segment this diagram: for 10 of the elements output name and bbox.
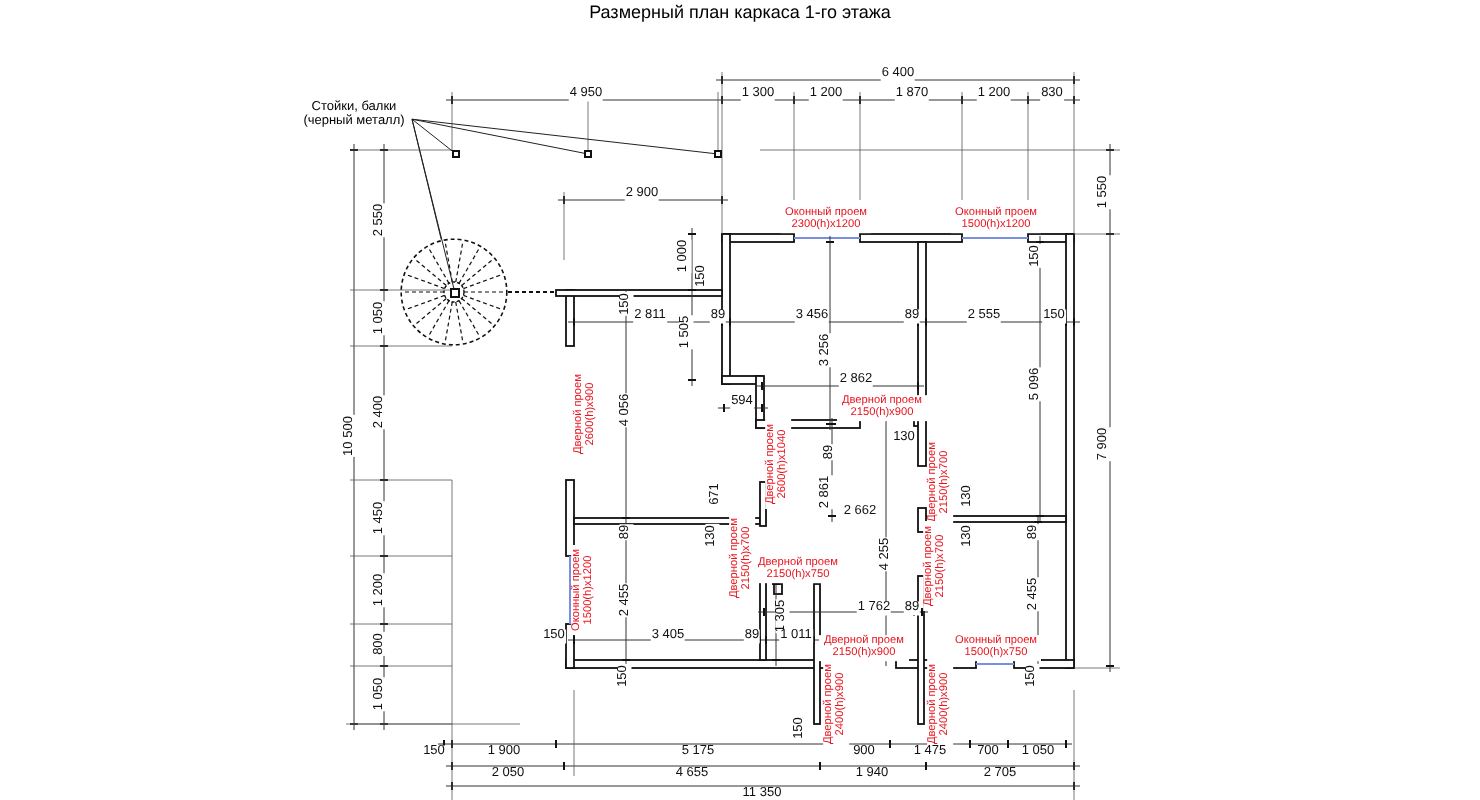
steel-post — [450, 288, 460, 298]
steel-post — [714, 150, 722, 158]
plan-title: Размерный план каркаса 1-го этажа — [589, 2, 891, 22]
steel-post — [452, 150, 460, 158]
leader-line — [411, 118, 715, 155]
leader-line — [411, 118, 585, 154]
leader-line — [411, 118, 453, 152]
spiral-staircase — [400, 238, 508, 346]
leader-line — [411, 118, 442, 241]
steel-post — [584, 150, 592, 158]
